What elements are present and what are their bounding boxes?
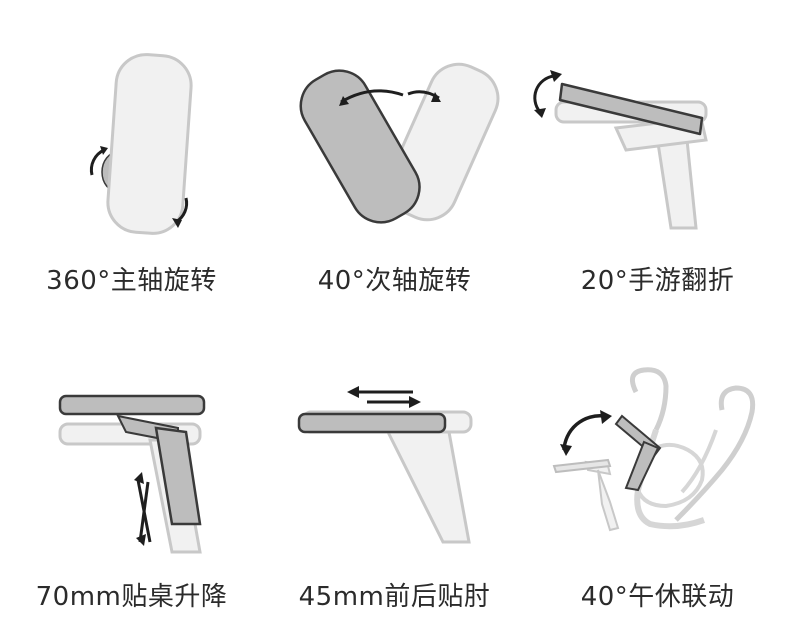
feature-card-flip-20: 20°手游翻折 (526, 0, 789, 320)
armrest-rotate-40-illustration (299, 62, 500, 224)
feature-caption: 70mm贴桌升降 (35, 582, 228, 612)
armrest-rotate-360-illustration (89, 53, 193, 235)
feature-card-rotate-360: 360°主轴旋转 (0, 0, 263, 320)
armrest-lift-70-illustration (58, 394, 206, 554)
feature-caption: 360°主轴旋转 (46, 266, 217, 296)
rotate-arrow-icon (533, 74, 555, 113)
armrest-slide-45-illustration (297, 386, 473, 544)
feature-caption: 45mm前后贴肘 (298, 582, 491, 612)
feature-card-slide-45: 45mm前后贴肘 (263, 320, 526, 640)
feature-caption: 40°午休联动 (580, 582, 735, 612)
feature-card-lift-70: 70mm贴桌升降 (0, 320, 263, 640)
chair-recline-link-illustration (552, 367, 756, 532)
armrest-flip-20-illustration (533, 70, 708, 230)
feature-caption: 20°手游翻折 (580, 266, 735, 296)
recline-arrow-icon (562, 414, 605, 451)
rotate-arrow-icon (340, 89, 404, 104)
feature-caption: 40°次轴旋转 (317, 266, 472, 296)
feature-card-rotate-40: 40°次轴旋转 (263, 0, 526, 320)
feature-card-link-40: 40°午休联动 (526, 320, 789, 640)
